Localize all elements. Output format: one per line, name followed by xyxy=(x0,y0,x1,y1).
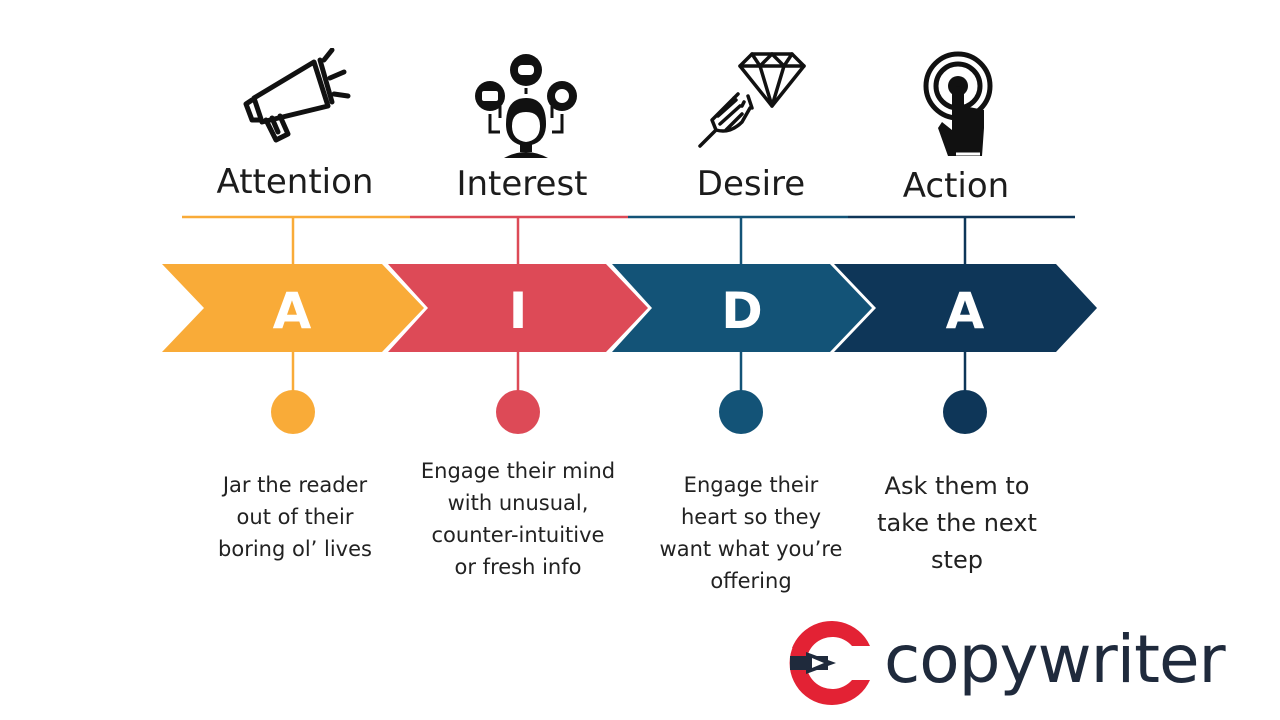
dot-interest xyxy=(496,390,540,434)
letter-desire: D xyxy=(721,282,763,340)
dot-attention xyxy=(271,390,315,434)
stage-title-action: Action xyxy=(902,166,1010,206)
dot-desire xyxy=(719,390,763,434)
stage-title-interest: Interest xyxy=(456,164,588,204)
letter-action: A xyxy=(946,282,985,340)
aida-arrow-band: A I D A xyxy=(162,215,1097,434)
stage-title-desire: Desire xyxy=(696,164,806,204)
copywriter-c-logo-icon xyxy=(789,621,870,705)
stage-desc-action: Ask them to take the next step xyxy=(877,472,1037,574)
thinking-person-icon xyxy=(475,54,577,158)
stage-title-attention: Attention xyxy=(216,162,374,202)
hand-diamond-icon xyxy=(698,52,806,148)
pointer-hand-icon xyxy=(923,51,993,156)
stage-desc-attention: Jar the reader out of their boring ol’ l… xyxy=(218,473,372,561)
chevron-attention xyxy=(162,264,424,352)
chevron-desire xyxy=(612,264,872,352)
chevron-action xyxy=(834,264,1097,352)
stage-desc-interest: Engage their mind with unusual, counter-… xyxy=(420,459,616,579)
dot-action xyxy=(943,390,987,434)
letter-attention: A xyxy=(273,282,312,340)
megaphone-icon xyxy=(243,48,351,143)
letter-interest: I xyxy=(509,282,528,340)
brand-wordmark: copywriter xyxy=(884,621,1226,698)
stage-desc-desire: Engage their heart so they want what you… xyxy=(659,473,843,593)
chevron-interest xyxy=(388,264,648,352)
